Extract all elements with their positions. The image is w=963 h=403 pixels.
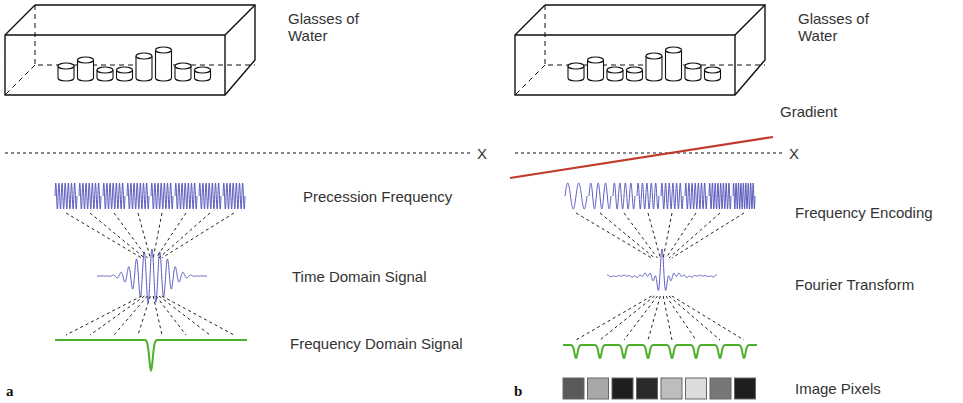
signal-fan-lines bbox=[66, 213, 234, 335]
tray-hidden-edge bbox=[5, 65, 35, 95]
glass-of-water bbox=[685, 63, 701, 81]
axis-label: X bbox=[789, 145, 799, 162]
row-label: Precession Frequency bbox=[303, 188, 452, 205]
row-label: Time Domain Signal bbox=[292, 268, 427, 285]
sine-wave bbox=[199, 183, 221, 209]
panel-letter: b bbox=[514, 383, 522, 400]
time-domain-signal bbox=[97, 249, 207, 302]
glass-of-water bbox=[646, 53, 662, 81]
pixel bbox=[563, 378, 584, 399]
glass-of-water bbox=[588, 57, 604, 81]
sine-wave bbox=[661, 183, 683, 209]
sine-wave bbox=[589, 183, 611, 209]
tray-edge bbox=[515, 5, 765, 95]
pixel bbox=[661, 378, 682, 399]
row-label: Image Pixels bbox=[795, 380, 881, 397]
fourier-spectrum bbox=[563, 345, 757, 358]
tray-hidden-edge bbox=[515, 65, 545, 95]
signal-fan-lines bbox=[576, 213, 744, 340]
sine-wave bbox=[151, 183, 173, 209]
tray-hidden-edge bbox=[545, 5, 765, 65]
sine-wave bbox=[55, 183, 77, 209]
pixel bbox=[735, 378, 756, 399]
glass-of-water bbox=[175, 63, 191, 81]
glass-of-water bbox=[568, 63, 584, 81]
tray-label: Glasses of Water bbox=[798, 10, 878, 45]
gradient-line bbox=[510, 137, 773, 178]
glass-of-water bbox=[705, 67, 721, 81]
gradient-label: Gradient bbox=[780, 103, 838, 120]
sine-wave bbox=[637, 183, 659, 209]
pixel bbox=[612, 378, 633, 399]
glass-of-water bbox=[58, 63, 74, 81]
pixel bbox=[686, 378, 707, 399]
sine-wave bbox=[127, 183, 149, 209]
axis-label: X bbox=[477, 145, 487, 162]
x-axis bbox=[5, 153, 472, 154]
glass-of-water bbox=[117, 67, 133, 81]
sine-wave bbox=[565, 183, 587, 209]
sine-wave bbox=[175, 183, 197, 209]
water-tray bbox=[5, 5, 255, 95]
time-domain-signal bbox=[607, 249, 717, 291]
glass-of-water bbox=[627, 67, 643, 81]
precession-blocks bbox=[565, 183, 755, 209]
tray-edge bbox=[5, 5, 255, 35]
image-pixels bbox=[563, 378, 756, 399]
glass-of-water bbox=[78, 57, 94, 81]
row-label: Fourier Transform bbox=[795, 276, 914, 293]
glass-of-water bbox=[666, 47, 682, 81]
sine-wave bbox=[613, 183, 635, 209]
tray-edge bbox=[5, 5, 255, 95]
sine-wave bbox=[685, 183, 707, 209]
tray-edge bbox=[734, 35, 735, 95]
tray-label: Glasses of Water bbox=[288, 10, 368, 45]
frequency-domain-signal bbox=[55, 340, 247, 370]
glass-of-water bbox=[97, 67, 113, 81]
precession-blocks bbox=[55, 183, 245, 209]
row-label: Frequency Domain Signal bbox=[290, 335, 463, 352]
row-label: Frequency Encoding bbox=[795, 204, 933, 221]
sine-wave bbox=[709, 183, 731, 209]
pixel bbox=[637, 378, 658, 399]
tray-edge bbox=[515, 5, 765, 35]
sine-wave bbox=[733, 183, 755, 209]
panel-letter: a bbox=[6, 383, 14, 400]
pixel bbox=[710, 378, 731, 399]
tray-edge bbox=[224, 35, 225, 95]
sine-wave bbox=[223, 183, 245, 209]
glass-of-water bbox=[607, 67, 623, 81]
sine-wave bbox=[79, 183, 101, 209]
glass-of-water bbox=[136, 53, 152, 81]
x-axis bbox=[515, 153, 784, 154]
glass-of-water bbox=[156, 47, 172, 81]
sine-wave bbox=[103, 183, 125, 209]
pixel bbox=[588, 378, 609, 399]
tray-hidden-edge bbox=[35, 5, 255, 65]
water-tray bbox=[515, 5, 765, 95]
glass-of-water bbox=[195, 67, 211, 81]
